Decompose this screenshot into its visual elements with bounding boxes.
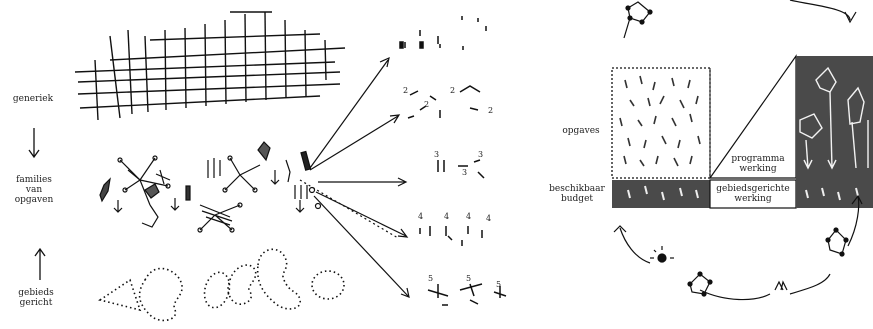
label-families-line3: opgaven xyxy=(10,195,58,205)
mini-marks xyxy=(400,16,506,305)
label-beschikbaar-budget: beschikbaar budget xyxy=(546,184,608,204)
top-network xyxy=(624,0,856,38)
label-gebieds-line2: gericht xyxy=(12,298,60,308)
number-2a: 2 xyxy=(403,86,408,96)
label-gebiedsgerichte-line1: gebiedsgerichte xyxy=(710,184,796,194)
spread-arrows xyxy=(300,58,409,297)
label-beschikbaar-line1: beschikbaar xyxy=(546,184,608,194)
number-3c: 3 xyxy=(478,150,483,160)
number-3b: 3 xyxy=(462,168,467,178)
dotted-shapes xyxy=(100,249,344,320)
label-families-line1: families xyxy=(10,175,58,185)
generic-grid xyxy=(75,12,345,120)
number-4d: 4 xyxy=(486,214,491,224)
number-5c: 5 xyxy=(496,280,501,290)
label-programma-line2: werking xyxy=(726,164,790,174)
number-4a: 4 xyxy=(418,212,423,222)
number-3a: 3 xyxy=(434,150,439,160)
label-gebiedsgerichte-line2: werking xyxy=(710,194,796,204)
budget-bar-left xyxy=(612,180,710,208)
label-programma-line1: programma xyxy=(726,154,790,164)
arrow-up xyxy=(35,249,45,280)
number-2d: 2 xyxy=(488,106,493,116)
label-families: families van opgaven xyxy=(10,175,58,205)
label-families-line2: van xyxy=(10,185,58,195)
label-generiek: generiek xyxy=(8,94,58,104)
number-5b: 5 xyxy=(466,274,471,284)
label-gebieds-gericht: gebieds gericht xyxy=(12,288,60,308)
number-4b: 4 xyxy=(444,212,449,222)
families-cluster xyxy=(100,142,321,232)
label-programma-werking: programma werking xyxy=(726,154,790,174)
arrow-down xyxy=(29,128,39,157)
bottom-cycle xyxy=(614,196,862,300)
label-beschikbaar-line2: budget xyxy=(546,194,608,204)
label-gebiedsgerichte-werking: gebiedsgerichte werking xyxy=(710,184,796,204)
label-gebieds-line1: gebieds xyxy=(12,288,60,298)
number-2c: 2 xyxy=(450,86,455,96)
number-4c: 4 xyxy=(466,212,471,222)
number-2b: 2 xyxy=(424,100,429,110)
label-opgaves: opgaves xyxy=(556,126,606,136)
number-5a: 5 xyxy=(428,274,433,284)
